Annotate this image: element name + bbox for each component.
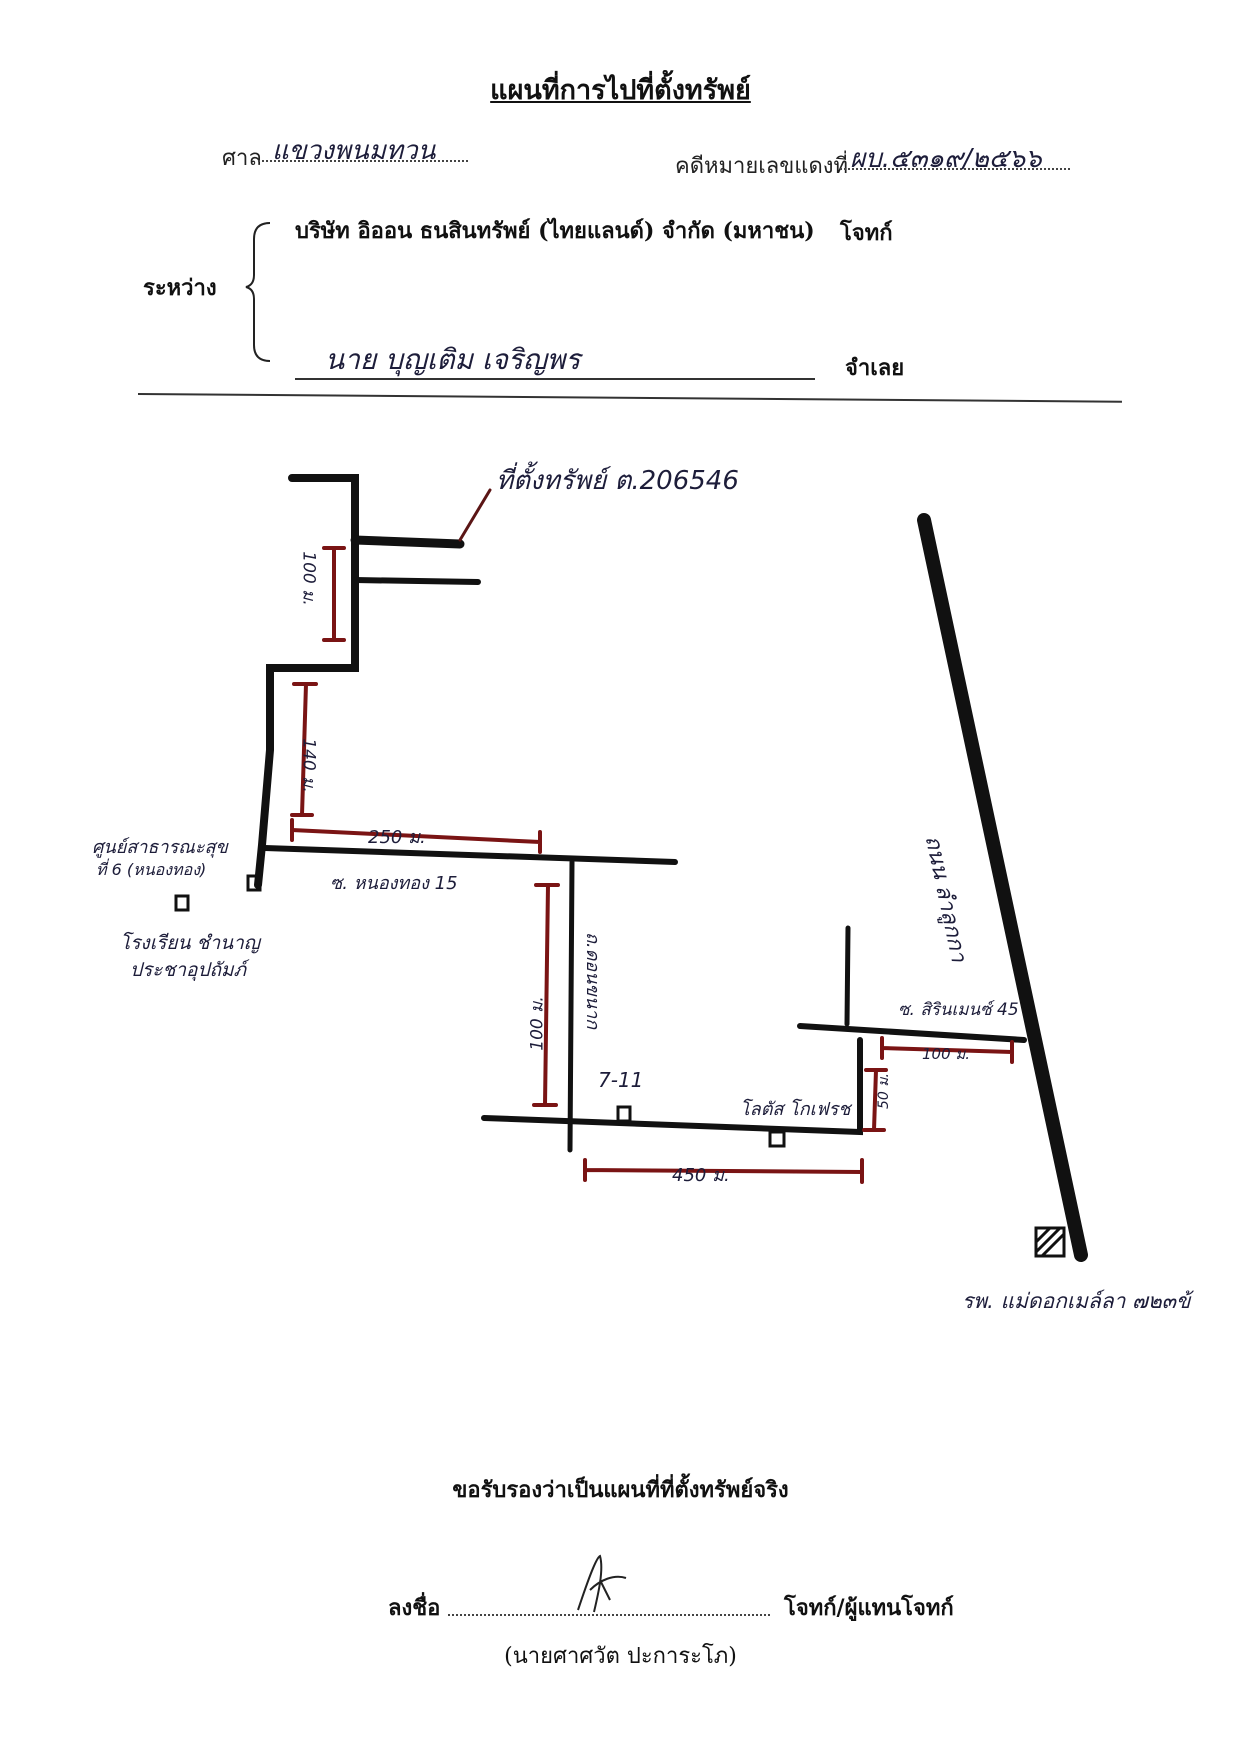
map-road-vertical	[567, 859, 575, 1153]
map-building-seven-eleven	[616, 1105, 632, 1123]
sign-role: โจทก์/ผู้แทนโจทก์	[784, 1595, 954, 1621]
court-label: ศาล	[222, 146, 262, 171]
map-road-soi15	[262, 845, 678, 865]
map-road-bottom	[481, 1037, 863, 1136]
map-property-label: ที่ตั้งทรัพย์ ต.206546	[496, 466, 739, 496]
map-label-seven-eleven: 7-11	[598, 1068, 644, 1092]
map-label-road-vertical: ถ.ดอนขนาก	[582, 931, 604, 1030]
map-dimension-450m	[583, 1158, 864, 1184]
map-road-soi45	[797, 1023, 1027, 1043]
certify-text: ขอรับรองว่าเป็นแผนที่ที่ตั้งทรัพย์จริง	[452, 1477, 789, 1503]
signer-name: (นายศาศวัต ปะการะโภ)	[504, 1644, 737, 1669]
map-label-100m-right: 100 ม.	[922, 1045, 971, 1063]
map-label-hospital: รพ. แม่ดอกเมล์ลา ๗๒๓ข้	[962, 1289, 1191, 1313]
map-dimension-100m-left	[322, 546, 346, 642]
map-building-hospital-hatch	[1034, 1226, 1066, 1258]
map-dimension-100m-mid	[532, 883, 560, 1107]
map-building-health-center	[246, 874, 262, 892]
between-label: ระหว่าง	[143, 275, 217, 301]
page-title: แผนที่การไปที่ตั้งทรัพย์	[490, 75, 751, 106]
map-label-100m-left: 100 ม.	[298, 551, 319, 606]
map-building-hospital	[1034, 1226, 1066, 1258]
map-road-left	[254, 474, 359, 889]
defendant-field: นาย บุญเติม เจริญพร	[295, 338, 815, 380]
map-road-target	[350, 535, 465, 549]
map-dimension-140m	[290, 682, 318, 817]
signature-line	[448, 1588, 770, 1616]
plaintiff-name: บริษัท อิออน ธนสินทรัพย์ (ไทยแลนด์) จำกั…	[295, 218, 815, 244]
map-label-school: โรงเรียน ชำนาญ	[120, 932, 260, 954]
map-label-50m: 50 ม.	[875, 1073, 892, 1109]
defendant-role: จำเลย	[845, 355, 905, 381]
sign-label: ลงชื่อ	[388, 1595, 441, 1621]
court-field: แขวงพนมทวน	[258, 130, 468, 166]
map-label-450m: 450 ม.	[672, 1165, 730, 1186]
map-label-100m-mid: 100 ม.	[527, 996, 548, 1051]
case-value: ผบ.๕๓๑๙/๒๕๖๖	[850, 144, 1042, 174]
plaintiff-role: โจทก์	[840, 220, 893, 246]
case-field: ผบ.๕๓๑๙/๒๕๖๖	[840, 138, 1070, 174]
map-label-soi15: ซ. หนองทอง 15	[330, 873, 458, 894]
map-building-lotus	[768, 1130, 786, 1148]
defendant-name: นาย บุญเติม เจริญพร	[325, 343, 581, 376]
map-road-soi45-branch	[844, 925, 851, 1027]
map-label-250m: 250 ม.	[368, 827, 426, 848]
map-road-main	[917, 513, 1088, 1262]
between-bracket	[245, 222, 271, 362]
map-dimension-50m	[862, 1068, 888, 1132]
map-dimension-250m	[290, 818, 542, 854]
map-pointer	[458, 488, 492, 542]
map-label-soi45: ซ. สิรินเมนซ์ 45	[898, 1000, 1019, 1020]
map-dimension-100m-right	[880, 1036, 1014, 1064]
map-label-140m: 140 ม.	[298, 738, 319, 793]
map-label-lotus: โลตัส โกเฟรช	[740, 1099, 851, 1120]
case-label: คดีหมายเลขแดงที่	[675, 154, 849, 179]
court-value: แขวงพนมทวน	[272, 136, 436, 166]
map-label-health-center: ศูนย์สาธารณะสุข	[92, 837, 228, 858]
map-building-school	[174, 894, 190, 912]
signature-mark	[577, 1554, 627, 1613]
map-road-branch	[352, 577, 481, 585]
map-label-school-2: ประชาอุปถัมภ์	[130, 959, 247, 981]
map-label-health-center-2: ที่ 6 (หนองทอง)	[96, 860, 207, 879]
